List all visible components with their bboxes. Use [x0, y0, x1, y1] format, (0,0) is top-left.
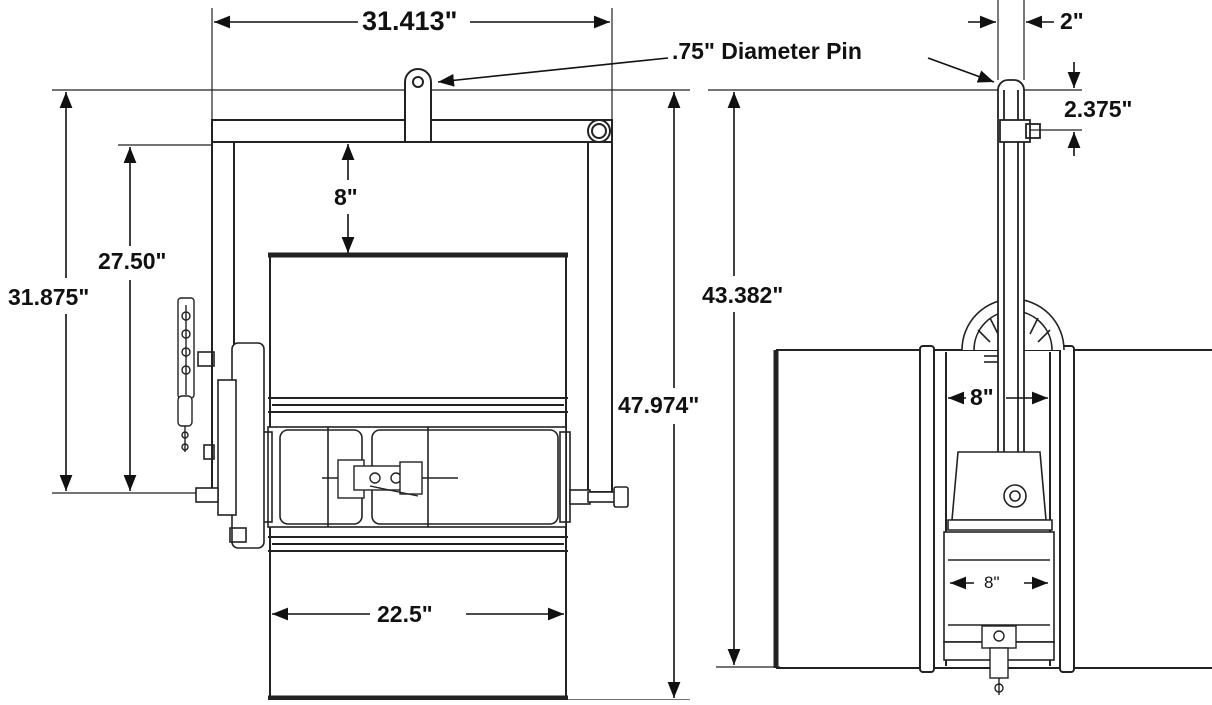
- slot-width-label: 8": [982, 573, 1002, 592]
- lifting-eye: [404, 68, 432, 143]
- left-hub: [195, 342, 265, 549]
- overall-height-label: 47.974": [616, 392, 702, 418]
- pin-to-axle-label: 31.875": [6, 284, 92, 310]
- overall-width-label: 31.413": [360, 6, 460, 36]
- clamp-band: [261, 426, 571, 528]
- right-overall-height-label: 43.382": [700, 282, 786, 308]
- lower-bracket: [943, 451, 1055, 661]
- inner-height-label: 27.50": [96, 248, 169, 274]
- clamp-width-label: 8": [968, 384, 996, 410]
- dimension-lines: [59, 15, 681, 698]
- right-arm: [587, 141, 613, 493]
- top-to-beam-label: 8": [332, 184, 360, 210]
- toggle-clamp: [322, 459, 458, 499]
- left-view: [52, 8, 690, 701]
- pin-offset-label: 2.375": [1062, 96, 1135, 122]
- bottom-clamp: [981, 625, 1017, 695]
- drum-diameter-label: 22.5": [375, 601, 435, 627]
- lifting-plate: [997, 79, 1041, 501]
- right-view: [708, 0, 1212, 695]
- chain: [177, 297, 195, 452]
- drum-side: [773, 345, 1212, 673]
- pin-diameter-label: .75" Diameter Pin: [670, 38, 864, 64]
- plate-width-label: 2": [1058, 8, 1086, 34]
- right-axle: [569, 486, 629, 508]
- drum: [268, 252, 568, 701]
- dimension-lines-right: [727, 15, 1081, 665]
